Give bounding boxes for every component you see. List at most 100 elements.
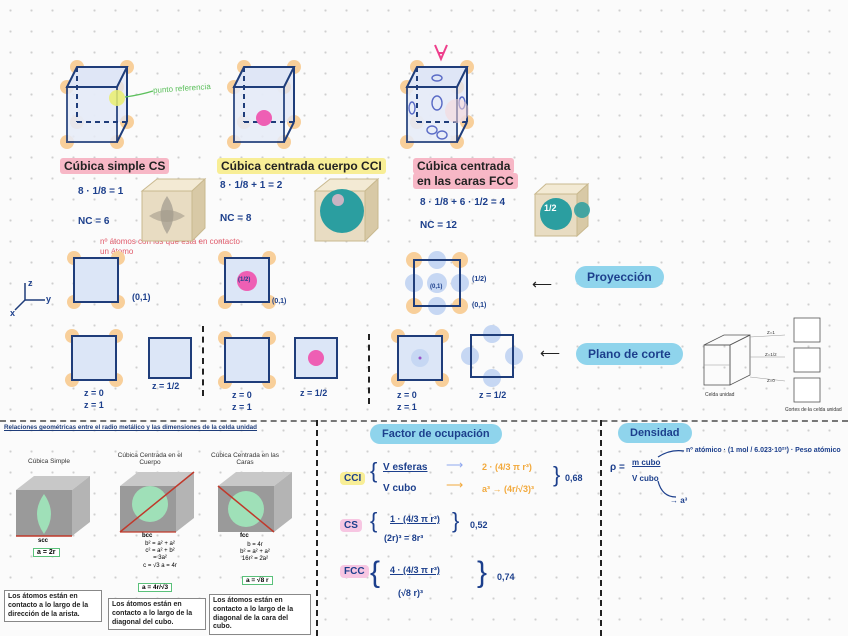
cube-body-centered [227,60,301,149]
cut-simple-z1-label: z = 1 [84,400,104,410]
cut-simple-z0-label: z = 0 [84,388,104,398]
model-simple-cubic [140,177,207,243]
cut-face-zhalf-label: z = 1/2 [479,390,507,400]
packing-fcc-value: 0,74 [497,572,515,582]
axis-z: z [28,278,33,288]
cut-body-z1-label: z = 1 [232,402,252,412]
brace-fcc-right: } [477,556,488,589]
arrow-right-icon-1: ⟶ [446,458,464,472]
caption-bcc: Los átomos están en contacto a lo largo … [108,598,206,631]
label-face-centered-2: en las caras FCC [413,173,518,189]
divider-bottom-1 [316,420,318,636]
cut-simple-z0 [65,329,123,387]
packing-tag-cs: CS [340,519,362,532]
cut-face-z1-label: z = 1 [397,402,417,412]
geometry-title-fcc: Cúbica Centrada en las Caras [211,452,279,466]
caption-fcc: Los átomos están en contacto a lo largo … [209,594,311,635]
density-den: V cubo [632,474,659,483]
cut-face-z0-label: z = 0 [397,390,417,400]
formula-simple: 8 · 1/8 = 1 [78,186,124,197]
cut-body-z0 [218,331,276,389]
packing-tag-fcc: FCC [340,565,369,578]
nc-simple: NC = 6 [78,216,110,227]
geometry-title: Relaciones geométricas entre el radio me… [4,424,258,431]
packing-fcc-num: 4 · (4/3 π r³) [390,565,440,575]
projection-face-center: (0,1) [430,284,443,290]
packing-cs-value: 0,52 [470,520,488,530]
geometry-fcc-line-2: b² = a² + a² [240,549,270,556]
geometry-title-bcc: Cúbica Centrada en el Cuerpo [117,452,183,466]
geometry-bcc-line-1: b² = a² + a² [145,541,175,547]
density-arrow-bottom: → a³ [670,496,688,505]
projection-body [218,251,276,309]
packing-cci-rhs-den: a³ → (4r/√3)³ [482,484,534,494]
ref-z1: Z=1 [767,330,775,335]
geometry-fcc-lines: b = 4r b² = a² + a² 16r² = 2a² [225,542,285,564]
projection-simple [67,251,125,309]
cut-simple-zhalf [148,337,192,379]
cut-face-zhalf [461,325,523,387]
projection-face-half: (1/2) [472,276,487,283]
geometry-cube-fcc [217,472,292,533]
geometry-rel-bcc: a = 4r/√3 [138,583,173,592]
projection-face [405,251,469,315]
nc-face: NC = 12 [420,220,457,231]
geometry-title-sc: Cúbica Simple [28,458,70,465]
geometry-tag-fcc: fcc [240,533,249,539]
ref-z0: Z=0 [767,378,775,383]
packing-tag-cci: CCI [340,472,366,485]
cut-body-zhalf [294,337,338,379]
cut-plane-label: Plano de corte [576,343,683,365]
formula-face: 8 · 1/8 + 6 · 1/2 = 4 [420,197,506,208]
packing-fcc-den: (√8 r)³ [398,588,423,598]
density-rho: ρ = [610,462,625,473]
density-arrow-top: nº atómico · (1 mol / 6.023·10²³) · Peso… [686,447,841,454]
nc-body: NC = 8 [220,213,252,224]
arrow-left-icon: ⟵ [532,276,553,292]
brace-cs: { [370,508,378,533]
geometry-tag-bcc: bcc [142,533,153,539]
label-body-centered: Cúbica centrada cuerpo CCI [217,158,386,174]
density-num: m cubo [632,458,661,467]
geometry-tag-sc: scc [38,538,49,544]
brace-cci-right: } [553,462,561,487]
axis-y: y [46,294,52,304]
ref-cell-label: Celda unidad [705,392,735,398]
projection-label: Proyección [575,266,664,288]
divider-cut-1 [202,326,204,396]
brace-cs-right: } [452,508,460,533]
divider-bottom-2 [600,420,602,636]
geometry-fcc-line-3: 16r² = 2a² [241,556,269,563]
packing-cci-num: V esferas [383,462,428,473]
geometry-bcc-line-3: = 3a² [153,555,167,562]
cube-simple [60,60,154,149]
axes-diagram [14,283,45,311]
projection-simple-coord: (0,1) [132,292,151,302]
projection-body-coord: (0,1) [272,298,287,305]
cut-face-z0 [391,329,449,387]
cut-simple-zhalf-label: z = 1/2 [152,381,180,391]
brace-fcc: { [370,556,381,589]
packing-cs-num: 1 · (4/3 π r³) [390,514,440,524]
divider-cut-2 [368,334,370,404]
packing-cs-den: (2r)³ = 8r³ [384,533,424,543]
geometry-bcc-line-2: c² = a² + b² [145,548,175,555]
label-face-centered-1: Cúbica centrada [413,158,515,174]
formula-body: 8 · 1/8 + 1 = 2 [220,180,283,191]
label-simple-cubic: Cúbica simple CS [60,158,170,174]
model-body-centered [313,177,380,243]
arrow-right-icon-2: ⟶ [446,478,464,492]
arrow-left-icon-2: ⟵ [540,345,561,361]
half-label: 1/2 [544,203,557,213]
cube-face-centered [400,44,474,149]
projection-face-coord: (0,1) [472,302,487,309]
geometry-fcc-line-1: b = 4r [247,542,263,548]
geometry-cube-bcc [119,471,195,533]
ref-cuts-label: Cortes de la celda unidad [785,407,842,413]
geometry-bcc-line-4: c = √3 a = 4r [143,562,177,569]
packing-cci-rhs-num: 2 · (4/3 π r³) [482,462,532,472]
geometry-cube-sc [16,476,90,537]
divider-horizontal [0,420,848,422]
density-arrows [657,450,685,498]
density-title: Densidad [618,423,692,443]
